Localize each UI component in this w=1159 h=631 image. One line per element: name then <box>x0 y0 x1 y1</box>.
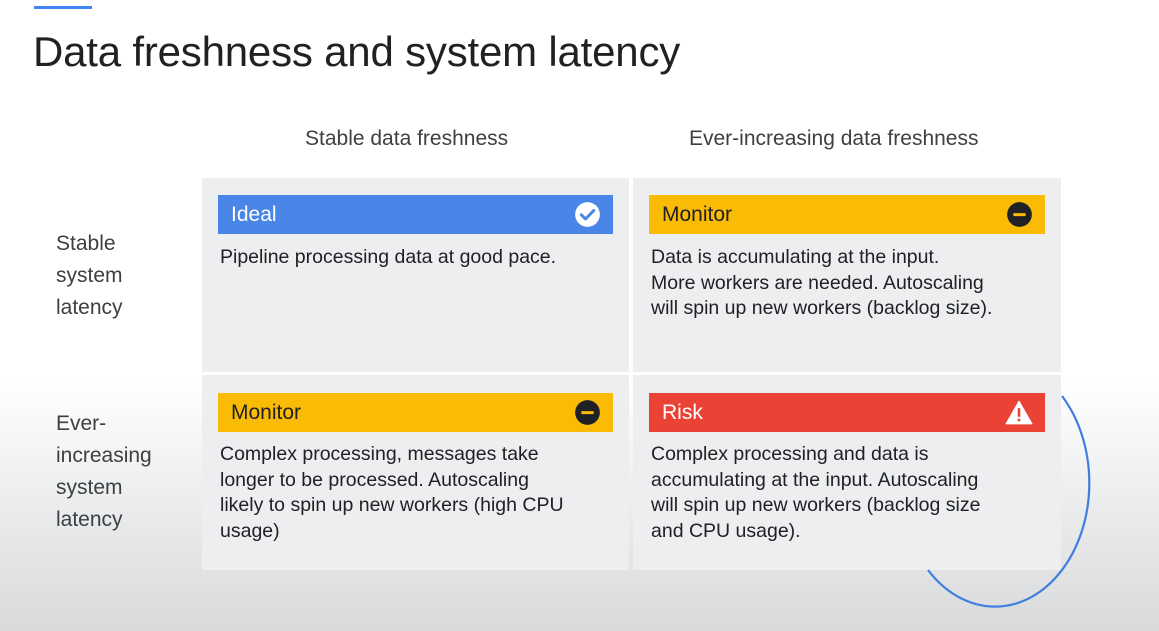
matrix-cell-monitor-freshness: Monitor Data is accumulating at the inpu… <box>633 178 1061 372</box>
description-line: likely to spin up new workers (high CPU <box>220 494 564 516</box>
description-line: Data is accumulating at the input. <box>651 246 940 268</box>
matrix-cell-ideal: Ideal Pipeline processing data at good p… <box>202 178 629 372</box>
column-header-stable-freshness: Stable data freshness <box>305 127 509 150</box>
status-label: Risk <box>662 400 703 424</box>
row-header-line: Ever- <box>56 412 107 435</box>
slide-title: Data freshness and system latency <box>33 28 681 75</box>
status-bar-monitor: Monitor <box>649 195 1045 234</box>
description-line: usage) <box>220 519 280 542</box>
cell-description: Pipeline processing data at good pace. <box>220 245 615 271</box>
status-label: Monitor <box>231 400 302 424</box>
status-label: Monitor <box>662 202 733 226</box>
check-circle-icon <box>573 201 601 229</box>
description-line: will spin up new workers (backlog size). <box>651 297 993 319</box>
description-line: and CPU usage). <box>651 519 801 542</box>
status-bar-risk: Risk <box>649 393 1045 432</box>
status-bar-monitor: Monitor <box>218 393 613 432</box>
matrix-cell-risk: Risk Complex processing and data is accu… <box>633 375 1061 570</box>
row-header-line: latency <box>56 296 123 319</box>
description-line: longer to be processed. Autoscaling <box>220 468 529 491</box>
row-header-line: system <box>56 476 123 499</box>
cell-description: Data is accumulating at the input. More … <box>651 245 1047 322</box>
row-header-stable-latency: Stable system latency <box>56 228 186 324</box>
description-line: Complex processing, messages take <box>220 443 539 465</box>
cell-description: Complex processing and data is accumulat… <box>651 442 1047 544</box>
matrix-cell-monitor-latency: Monitor Complex processing, messages tak… <box>202 375 629 570</box>
column-header-increasing-freshness: Ever-increasing data freshness <box>689 127 979 150</box>
row-header-line: Stable <box>56 232 116 255</box>
status-label: Ideal <box>231 202 277 226</box>
row-header-line: increasing <box>56 444 152 467</box>
row-header-increasing-latency: Ever- increasing system latency <box>56 408 186 536</box>
status-bar-ideal: Ideal <box>218 195 613 234</box>
minus-circle-icon <box>573 399 601 427</box>
minus-circle-icon <box>1005 201 1033 229</box>
description-line: Pipeline processing data at good pace. <box>220 246 557 268</box>
description-line: More workers are needed. Autoscaling <box>651 271 984 294</box>
warning-triangle-icon <box>1005 399 1033 427</box>
description-line: accumulating at the input. Autoscaling <box>651 468 979 491</box>
cell-description: Complex processing, messages take longer… <box>220 442 615 544</box>
title-accent-line <box>34 6 92 9</box>
description-line: Complex processing and data is <box>651 443 929 465</box>
description-line: will spin up new workers (backlog size <box>651 494 981 516</box>
row-header-line: latency <box>56 508 123 531</box>
row-header-line: system <box>56 264 123 287</box>
